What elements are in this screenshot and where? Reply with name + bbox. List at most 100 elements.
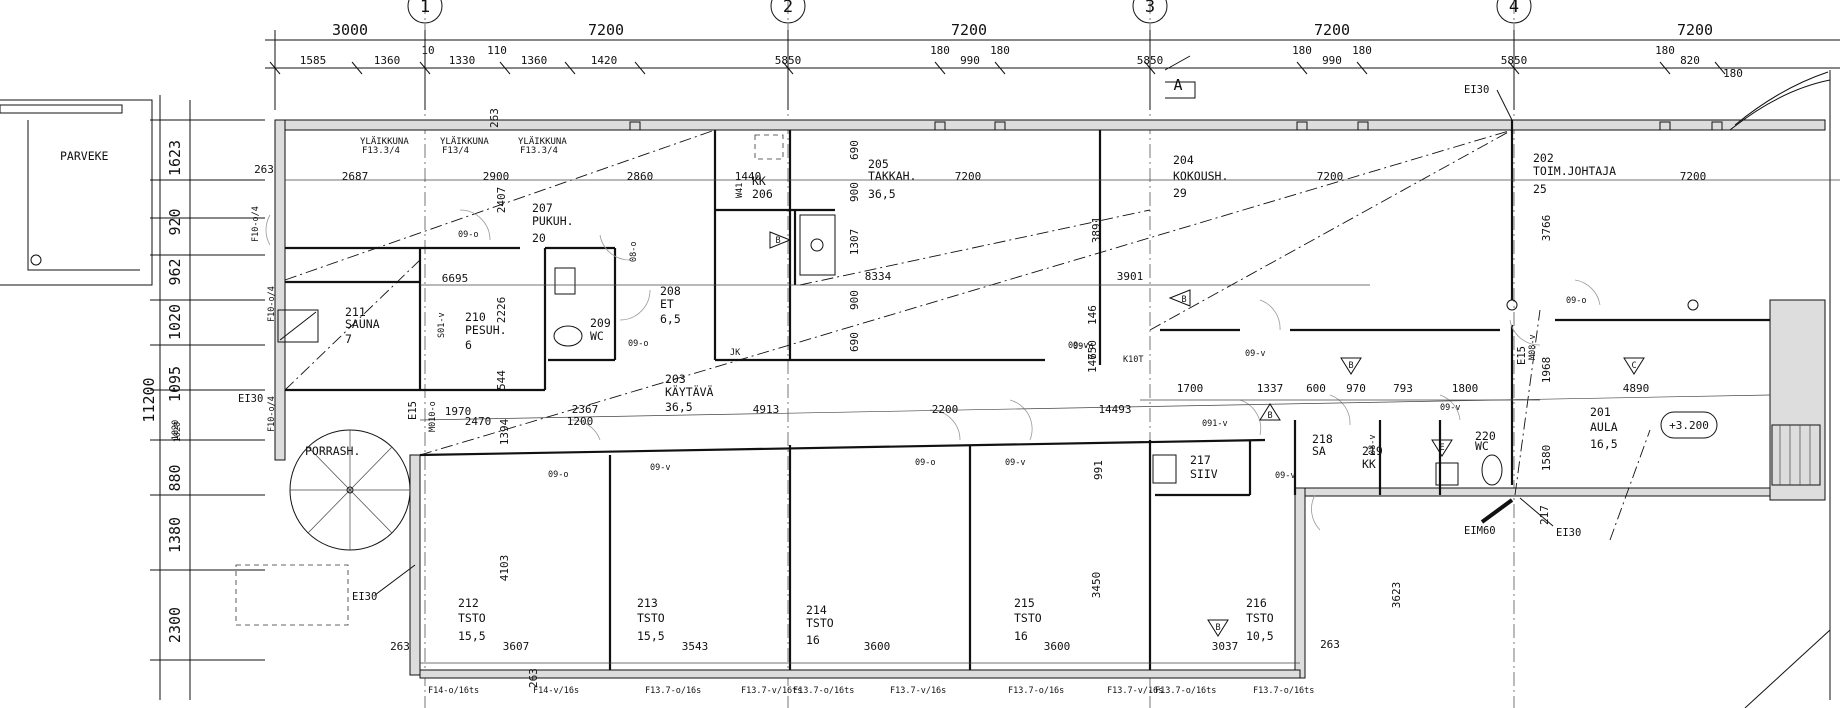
facade-code: F14-v/16s: [533, 686, 579, 696]
tag-triangle: [1340, 357, 1362, 375]
tag-triangle: [1259, 403, 1281, 421]
dim-inner: 2470: [465, 415, 492, 428]
door-code: 09-v: [1005, 458, 1025, 468]
dim-inner: 7200: [1680, 170, 1707, 183]
dim-inner: 1307: [848, 229, 861, 256]
fire-label: EIM60: [1464, 525, 1496, 537]
dim-top-5: 7200: [1677, 21, 1713, 39]
dim-sub: 990: [1322, 54, 1342, 67]
room-area: 36,5: [868, 187, 896, 201]
room-name: SA: [1312, 444, 1326, 458]
room-204: 204 KOKOUSH. 29: [1173, 153, 1228, 200]
dim-sub: 110: [487, 44, 507, 57]
fire-label: EI30: [1556, 527, 1581, 539]
room-name: KK: [752, 174, 766, 188]
dim-inner: 6695: [442, 272, 469, 285]
room-name: TSTO: [637, 611, 665, 625]
room-number: 217: [1190, 453, 1211, 467]
facade-code: F13.7-v/16s: [890, 686, 946, 696]
dim-inner: 1580: [1540, 445, 1553, 472]
dim-inner: 2860: [627, 170, 654, 183]
room-215: 215 TSTO 16: [1014, 596, 1042, 643]
dim-inner: 1200: [567, 415, 594, 428]
dim-sub: 5850: [1137, 54, 1164, 67]
room-area: 15,5: [458, 629, 486, 643]
window-name: YLÄIKKUNA: [518, 136, 567, 147]
dim-inner: 7200: [955, 170, 982, 183]
room-name: PORRASH.: [305, 444, 360, 458]
tag-triangle: [1168, 289, 1191, 307]
left-dimension-chain: 1623 920 962 1020 1095 1020 880 1380 230…: [140, 95, 265, 700]
room-number: 211: [345, 305, 366, 319]
top-dimension-chain: 3000 7200 7200 7200 7200: [265, 21, 1840, 110]
door-code: 09-v: [1440, 403, 1460, 413]
dim-inner: 263: [254, 163, 274, 176]
room-area: 6: [465, 338, 472, 352]
dim-sub: 1330: [449, 54, 476, 67]
facade-code: F13.7-o/16ts: [793, 686, 854, 696]
room-name: KOKOUSH.: [1173, 169, 1228, 183]
grid-bubble-3: [1132, 0, 1168, 24]
dim-inner: 2900: [483, 170, 510, 183]
dim-left: 1020: [166, 304, 184, 340]
room-area: 16,5: [1590, 437, 1618, 451]
room-209: 209 WC: [590, 316, 611, 343]
spiral-stair: [289, 429, 411, 551]
dim-sub: 1585: [300, 54, 327, 67]
section-marker: A: [1164, 55, 1196, 99]
room-area: 20: [532, 231, 546, 245]
dim-inner: 2367: [572, 403, 599, 416]
facade-code: F13.7-o/16ts: [1155, 686, 1216, 696]
facade-codes: F14-o/16ts F14-v/16s F13.7-o/16s F13.7-v…: [428, 686, 1314, 696]
room-number: 209: [590, 316, 611, 330]
room-number: 219: [1362, 444, 1383, 458]
dim-top-2: 7200: [588, 21, 624, 39]
dim-inner: 263: [527, 668, 540, 688]
tag-letter: C: [1631, 361, 1636, 371]
room-name: AULA: [1590, 420, 1618, 434]
room-208: 208 ET 6,5: [660, 284, 681, 326]
room-number: 201: [1590, 405, 1611, 419]
window-labels: YLÄIKKUNA F13.3/4 YLÄIKKUNA F13/4 YLÄIKK…: [360, 136, 567, 156]
room-name: PESUH.: [465, 323, 507, 337]
room-number: 210: [465, 310, 486, 324]
dim-inner: 1800: [1452, 382, 1479, 395]
window-code: F13.3/4: [362, 146, 400, 156]
wall-code: M08-v: [1528, 334, 1538, 360]
room-207: 207 PUKUH. 20: [532, 201, 574, 245]
grid-label-1: 1: [420, 0, 430, 17]
balcony-label: PARVEKE: [60, 149, 109, 163]
dim-inner: 690: [848, 332, 861, 352]
room-213: 213 TSTO 15,5: [637, 596, 665, 643]
room-number: 203: [665, 372, 686, 386]
room-name: KK: [1362, 457, 1376, 471]
tag-markers: B B B C E B B: [769, 231, 1645, 637]
dim-inner: 3450: [1090, 572, 1103, 599]
dim-top-1: 3000: [332, 21, 368, 39]
door-code: 08-v: [1368, 435, 1378, 455]
door-code: 09-o: [1073, 342, 1093, 352]
dim-left: 920: [166, 208, 184, 235]
room-name: SIIV: [1190, 467, 1218, 481]
facade-code: F14-o/16ts: [428, 686, 479, 696]
structure-lines: [284, 129, 1651, 541]
window-name: YLÄIKKUNA: [440, 136, 489, 147]
tag-letter: B: [1348, 361, 1353, 371]
wall-codes: E15 E15 K10T M010-o M08-v S01-v F10-o/4 …: [251, 183, 1538, 432]
dim-inner: 2226: [495, 297, 508, 324]
room-name: TSTO: [1014, 611, 1042, 625]
door-code: 09-o: [628, 339, 648, 349]
tag-letter: B: [1181, 295, 1186, 305]
door-code: 09-o: [548, 470, 568, 480]
dim-sub: 10: [421, 44, 434, 57]
dim-left: 1020: [173, 422, 183, 442]
room-area: 29: [1173, 186, 1187, 200]
room-216: 216 TSTO 10,5: [1246, 596, 1274, 643]
room-name: WC: [1475, 439, 1489, 453]
room-number: 208: [660, 284, 681, 298]
room-area: 6,5: [660, 312, 681, 326]
room-number: 206: [752, 187, 773, 201]
grid-bubble-2: [770, 0, 806, 24]
door-code: 09-v: [1068, 341, 1088, 351]
